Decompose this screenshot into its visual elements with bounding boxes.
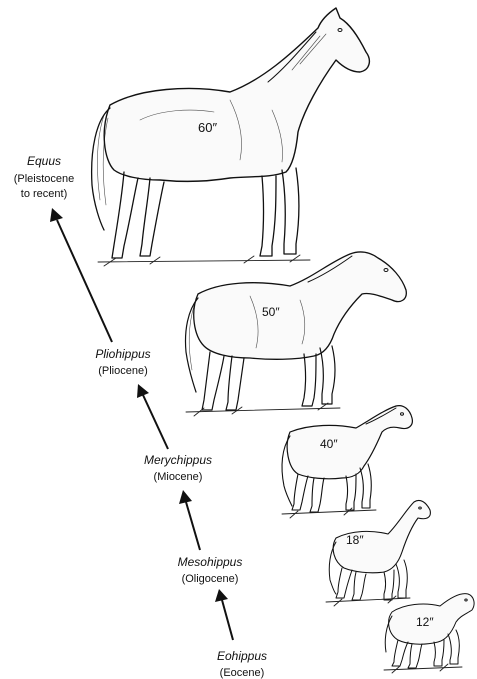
- height-label-equus: 60″: [198, 120, 217, 135]
- arrow-eohippus-to-mesohippus: [215, 589, 233, 640]
- arrow-merychippus-to-pliohippus: [137, 384, 168, 449]
- stage-era-mesohippus: (Oligocene): [182, 573, 239, 585]
- height-label-mesohippus: 18″: [346, 533, 364, 547]
- horse-mesohippus-illustration: 18″: [326, 500, 430, 606]
- stage-label-eohippus: Eohippus (Eocene): [217, 649, 267, 679]
- horse-equus-illustration: 60″: [92, 8, 370, 266]
- stage-name-eohippus: Eohippus: [217, 649, 267, 663]
- height-label-merychippus: 40″: [320, 437, 338, 451]
- stage-label-merychippus: Merychippus (Miocene): [144, 453, 212, 483]
- stage-name-equus: Equus: [27, 154, 61, 168]
- horse-merychippus-illustration: 40″: [282, 406, 412, 518]
- stage-era-equus: (Pleistocene: [14, 173, 75, 185]
- height-label-pliohippus: 50″: [262, 305, 280, 319]
- horse-pliohippus-illustration: 50″: [186, 252, 407, 416]
- stage-label-mesohippus: Mesohippus (Oligocene): [178, 555, 243, 585]
- stage-era-equus-line2: to recent): [21, 188, 67, 200]
- stage-era-merychippus: (Miocene): [154, 471, 203, 483]
- arrow-mesohippus-to-merychippus: [179, 490, 200, 550]
- stage-label-equus: Equus (Pleistocene to recent): [14, 154, 75, 200]
- stage-name-mesohippus: Mesohippus: [178, 555, 243, 569]
- stage-label-pliohippus: Pliohippus (Pliocene): [95, 347, 150, 377]
- stage-name-pliohippus: Pliohippus: [95, 347, 150, 361]
- stage-name-merychippus: Merychippus: [144, 453, 212, 467]
- horse-eohippus-illustration: 12″: [384, 594, 474, 673]
- stage-era-eohippus: (Eocene): [220, 667, 265, 679]
- height-label-eohippus: 12″: [416, 615, 434, 629]
- stage-era-pliohippus: (Pliocene): [98, 365, 148, 377]
